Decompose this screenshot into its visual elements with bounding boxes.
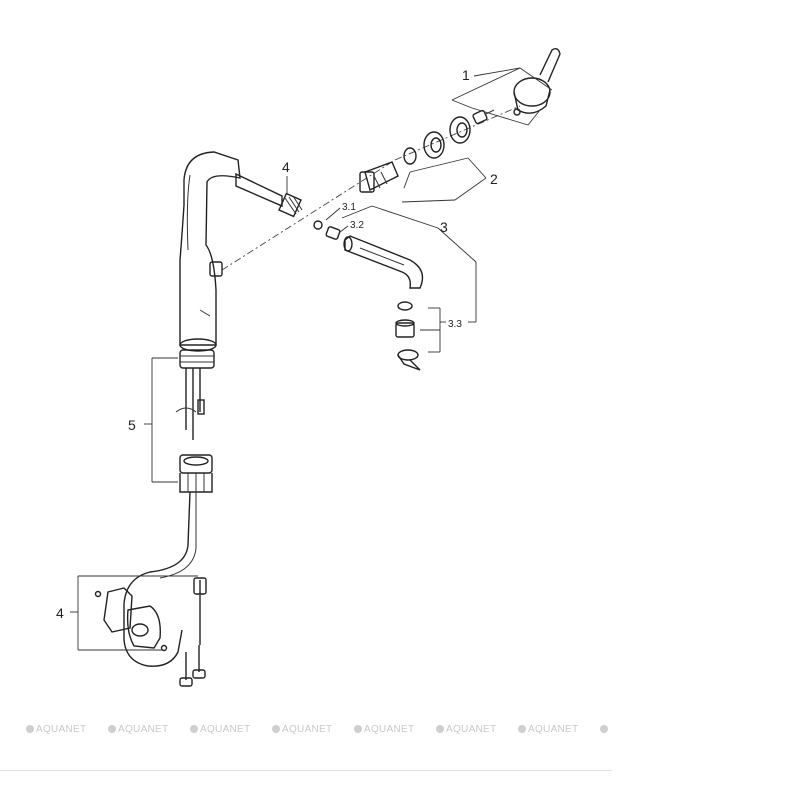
handle-insert [472,109,495,125]
aerator [395,319,415,338]
watermark-text: AQUANET [200,724,251,735]
assembly-axis [221,159,396,271]
swivel-spout [343,235,424,289]
label-2: 2 [490,171,498,187]
hose-weight [94,587,168,652]
label-5: 5 [128,417,136,433]
mounting-thread [179,349,215,369]
label-3-3: 3.3 [448,319,462,330]
mounting-bolts [179,645,206,687]
hose-connector [193,577,207,595]
label-3-2: 3.2 [350,220,364,231]
cartridge [359,161,399,193]
cartridge-nut [449,116,471,144]
watermark-logo: AQUANET [108,724,168,735]
watermark-icon [26,725,34,733]
watermark-logo: AQUANET [518,724,578,735]
watermark-text: AQUANET [118,724,169,735]
watermark-text: AQUANET [446,724,497,735]
watermark-text: AQUANET [282,724,333,735]
watermark-icon [108,725,116,733]
watermark-logo [600,724,610,735]
pull-out-hose [123,491,191,667]
watermark-icon [518,725,526,733]
watermark-icon [600,725,608,733]
faucet-body [179,151,241,352]
label-3: 3 [440,219,448,235]
watermark-icon [190,725,198,733]
label-3-1: 3.1 [342,202,356,213]
aerator-seal [397,301,413,311]
watermark-icon [272,725,280,733]
watermark-logo: AQUANET [272,724,332,735]
watermark-icon [436,725,444,733]
mounting-nut [179,454,213,493]
label-1: 1 [462,67,470,83]
watermark-logo: AQUANET [190,724,250,735]
bottom-divider [0,770,612,771]
cartridge-ring [423,131,445,159]
watermark-text: AQUANET [36,724,87,735]
supply-pipes [175,368,205,440]
small-oring [313,220,323,230]
aerator-key [397,349,421,371]
label-4-bottom: 4 [56,605,64,621]
small-insert [325,226,341,240]
watermark-logo: AQUANET [26,724,86,735]
label-4-top: 4 [282,159,290,175]
watermark-icon [354,725,362,733]
spray-head [235,172,303,218]
lever-handle [513,47,561,116]
watermark-logo: AQUANET [436,724,496,735]
watermark-logo: AQUANET [354,724,414,735]
watermark-text: AQUANET [364,724,415,735]
leader-lines [70,67,553,651]
watermark-text: AQUANET [528,724,579,735]
cartridge-washer [403,147,417,165]
